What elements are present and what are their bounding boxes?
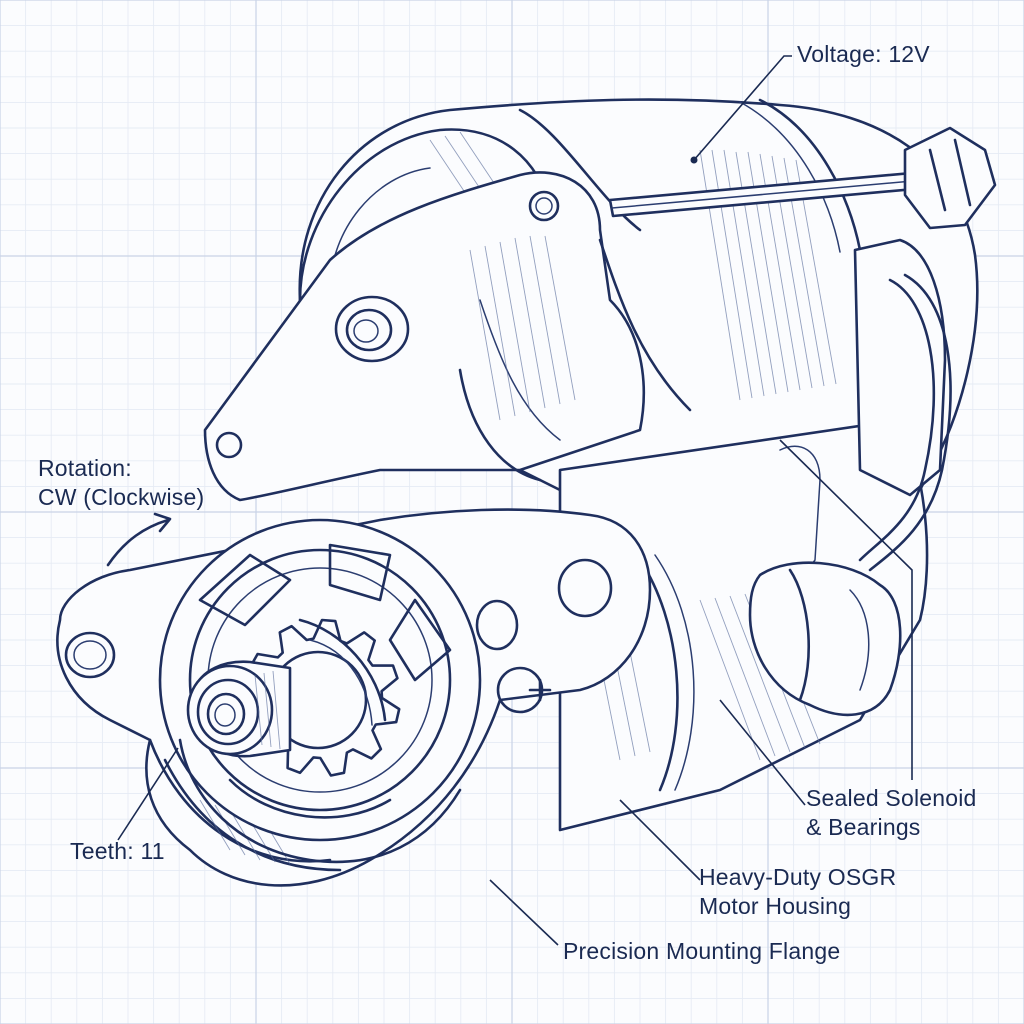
- pinion-shaft: [186, 660, 292, 758]
- rotation-label-line2: CW (Clockwise): [38, 484, 205, 510]
- rotation-arrow: [106, 512, 172, 567]
- rotation-label: Rotation: CW (Clockwise): [38, 454, 204, 512]
- voltage-leader-dot: [690, 156, 698, 164]
- housing-label-line2: Motor Housing: [699, 893, 852, 919]
- voltage-label: Voltage: 12V: [797, 41, 930, 67]
- housing-label: Heavy-Duty OSGR Motor Housing: [699, 863, 896, 921]
- solenoid-leader: [779, 439, 913, 780]
- voltage-leader: [693, 55, 792, 161]
- rotation-label-line1: Rotation:: [38, 455, 132, 481]
- solenoid-leader-2: [719, 699, 806, 806]
- solenoid-label-line2: & Bearings: [806, 814, 921, 840]
- solenoid-label-line1: Sealed Solenoid: [806, 785, 977, 811]
- through-bolt: [608, 126, 997, 230]
- housing-leader: [619, 799, 701, 881]
- housing-label-line1: Heavy-Duty OSGR: [699, 864, 897, 890]
- leader-lines: [117, 55, 913, 946]
- gear-housing: [203, 171, 692, 502]
- teeth-leader: [117, 747, 179, 841]
- solenoid-label: Sealed Solenoid & Bearings: [806, 784, 977, 842]
- flange-leader: [489, 879, 559, 946]
- flange-label: Precision Mounting Flange: [563, 938, 841, 964]
- solenoid-connector: [748, 238, 952, 717]
- teeth-label: Teeth: 11: [70, 838, 165, 864]
